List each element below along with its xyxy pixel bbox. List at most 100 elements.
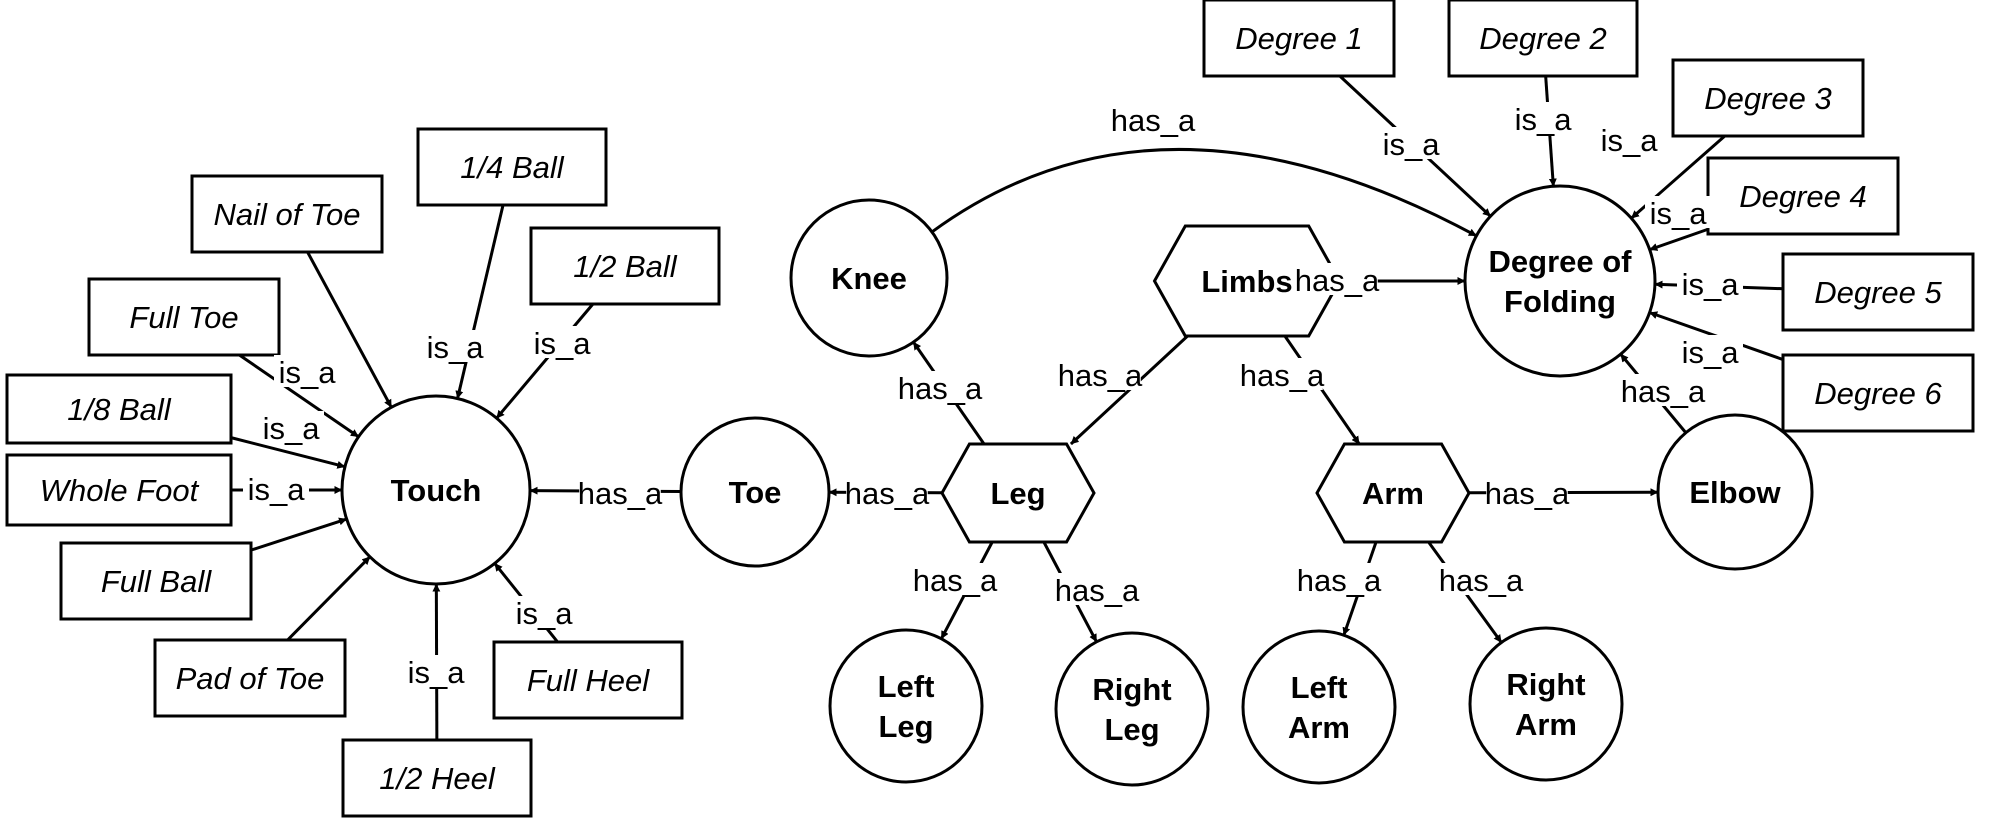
edge-label: has_a (1295, 263, 1380, 298)
node-shape (492, 640, 684, 720)
edge-label: is_a (1650, 196, 1708, 231)
node-shape (1202, 0, 1396, 78)
edge-full-ball-to-touch (250, 517, 348, 552)
node-label: Full Heel (527, 663, 650, 698)
node-whole-foot: Whole Foot (5, 453, 233, 527)
node-shape (5, 453, 233, 527)
edge-label-background (422, 330, 488, 362)
edge-label: has_a (913, 563, 998, 598)
node-shape (416, 127, 608, 207)
edge-label: has_a (1297, 563, 1382, 598)
edge-label-background (1059, 358, 1141, 390)
node-label: 1/8 Ball (67, 392, 172, 427)
node-label: Folding (1504, 284, 1616, 319)
node-label: Arm (1288, 710, 1350, 745)
node-label: 1/2 Ball (573, 249, 678, 284)
node-shape (1463, 184, 1657, 378)
node-degree-of-folding: Degree of Folding (1463, 184, 1657, 378)
edge-label-background (1440, 563, 1522, 595)
node-arm: Arm (1315, 442, 1471, 544)
node-shape (87, 277, 281, 357)
edge-label-background (511, 596, 577, 628)
node-shape (1706, 156, 1900, 236)
edge-label: is_a (408, 655, 466, 690)
node-shape (1468, 626, 1624, 782)
edge-label-background (529, 326, 595, 358)
node-shape (59, 541, 253, 621)
edge-label: has_a (1111, 103, 1196, 138)
node-full-toe: Full Toe (87, 277, 281, 357)
node-shape (940, 442, 1096, 544)
node-label: Degree 1 (1235, 21, 1363, 56)
node-label: Degree 2 (1479, 21, 1607, 56)
node-shape (153, 638, 347, 718)
edge-label-background (258, 411, 324, 443)
node-shape (1054, 631, 1210, 787)
edge-knee-to-degree-of-folding (931, 148, 1478, 238)
node-label: Leg (1104, 712, 1159, 747)
node-label: Left (1291, 670, 1348, 705)
edge-label: has_a (1055, 573, 1140, 608)
node-label: Degree 6 (1814, 376, 1942, 411)
node-nail-of-toe: Nail of Toe (190, 174, 384, 254)
edge-label: is_a (279, 355, 337, 390)
edge-label-background (403, 655, 469, 687)
node-label: Right (1092, 672, 1171, 707)
node-label: Limbs (1201, 264, 1292, 299)
node-shape (1656, 413, 1814, 571)
edge-label: is_a (516, 596, 574, 631)
node-quarter-ball: 1/4 Ball (416, 127, 608, 207)
edge-label: is_a (1515, 102, 1573, 137)
edge-half-ball-to-touch (495, 303, 595, 420)
edge-label-background (899, 371, 981, 403)
node-shape (1241, 629, 1397, 785)
node-label: 1/4 Ball (460, 150, 565, 185)
node-elbow: Elbow (1656, 413, 1814, 571)
edge-label-background (846, 476, 928, 508)
node-shape (340, 394, 532, 586)
node-label: Leg (878, 709, 933, 744)
node-label: Nail of Toe (213, 197, 360, 232)
node-shape (5, 373, 233, 445)
edge-label-background (1241, 358, 1323, 390)
node-shape (789, 198, 949, 358)
edge-label: is_a (1383, 127, 1441, 162)
node-label: Full Ball (101, 564, 212, 599)
node-eighth-ball: 1/8 Ball (5, 373, 233, 445)
node-label: Degree 5 (1814, 275, 1942, 310)
node-label: Leg (990, 476, 1045, 511)
node-shape (1315, 442, 1471, 544)
edge-label: is_a (263, 411, 321, 446)
node-shape (679, 416, 831, 568)
edge-label: has_a (1058, 358, 1143, 393)
edge-label-background (1677, 335, 1743, 367)
node-label: Knee (831, 261, 907, 296)
node-shape (1671, 58, 1865, 138)
edge-label: is_a (1601, 123, 1659, 158)
edge-label-background (274, 355, 340, 387)
node-degree-2: Degree 2 (1447, 0, 1639, 78)
node-shape (529, 226, 721, 306)
node-shape (1781, 252, 1975, 332)
edge-label-background (914, 563, 996, 595)
node-shape (341, 738, 533, 818)
edge-degree-4-to-degree-of-folding (1649, 227, 1709, 252)
node-label: Degree of (1489, 244, 1633, 279)
edge-label-background (1486, 476, 1568, 508)
node-half-ball: 1/2 Ball (529, 226, 721, 306)
node-label: Degree 4 (1739, 179, 1867, 214)
edge-label: is_a (248, 472, 306, 507)
edge-eighth-ball-to-touch (230, 436, 346, 469)
edge-label: has_a (578, 476, 663, 511)
node-full-heel: Full Heel (492, 640, 684, 720)
edge-label: has_a (1485, 476, 1570, 511)
edge-label: is_a (1682, 267, 1740, 302)
node-label: Touch (391, 473, 482, 508)
edge-label-background (579, 476, 661, 508)
edge-label-background (243, 472, 309, 504)
edge-quarter-ball-to-touch (455, 204, 505, 399)
edge-label-background (1298, 563, 1380, 595)
node-pad-of-toe: Pad of Toe (153, 638, 347, 718)
